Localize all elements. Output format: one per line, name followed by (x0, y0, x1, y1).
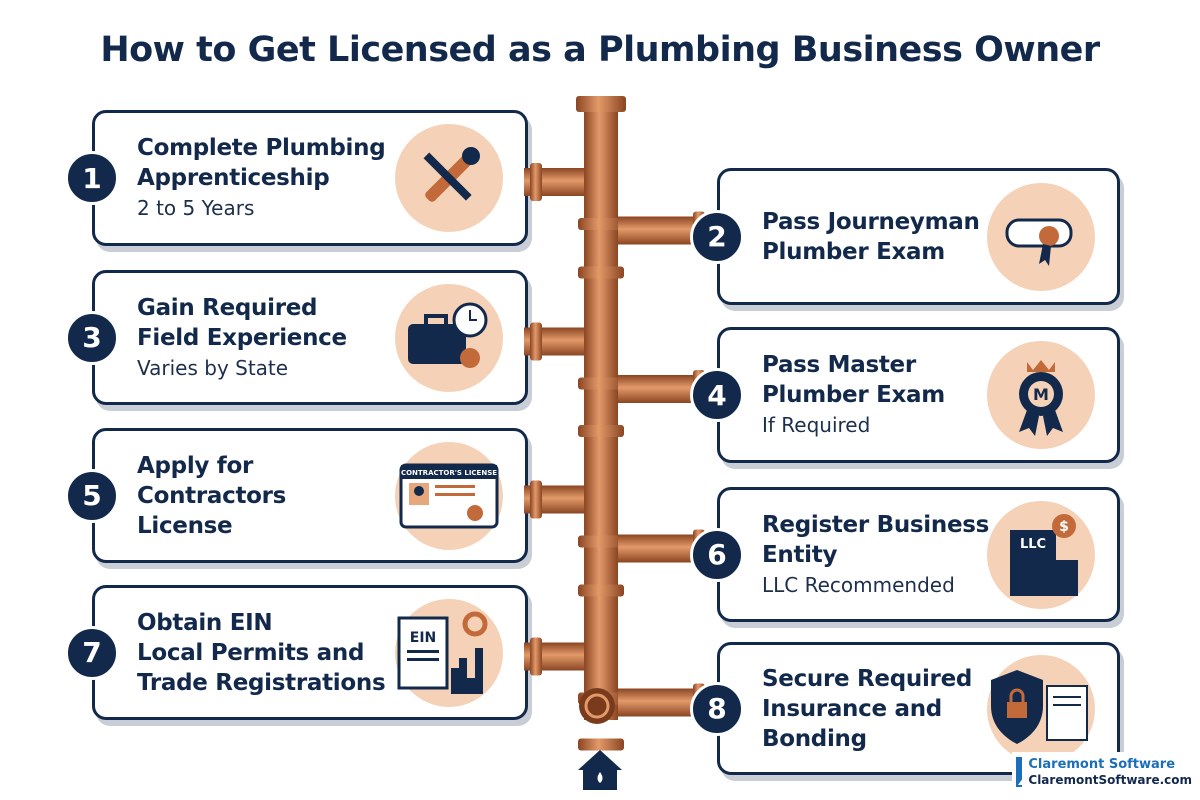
step-heading: Entity (762, 541, 838, 568)
svg-text:LLC: LLC (1020, 537, 1046, 552)
license-card-label: CONTRACTOR'S LICENSE (401, 469, 497, 477)
master-badge-icon: M (987, 341, 1095, 449)
step-subtitle: LLC Recommended (762, 572, 955, 597)
valve-icon (579, 688, 615, 724)
ein-document-icon: EIN (395, 598, 503, 707)
llc-building-icon: LLC $ (987, 500, 1095, 609)
step-heading: Pass Journeyman (762, 208, 980, 235)
step-subtitle: If Required (762, 413, 871, 437)
svg-text:EIN: EIN (410, 630, 437, 646)
step-number-badge: 1 (65, 151, 119, 205)
step-heading: License (137, 512, 233, 539)
svg-text:$: $ (1059, 519, 1069, 535)
step-subtitle: 2 to 5 Years (137, 196, 255, 220)
step-heading: Apprenticeship (137, 165, 330, 191)
brand-name: Claremont Software (1028, 756, 1176, 772)
svg-text:M: M (1033, 385, 1049, 404)
step-heading: Apply for (137, 452, 254, 479)
shield-lock-icon (987, 654, 1095, 763)
step-heading: Pass Master (762, 352, 916, 378)
step-heading: Obtain EIN (137, 609, 273, 636)
step-heading: Gain Required (137, 294, 318, 321)
step-heading: Bonding (762, 725, 867, 752)
step-heading: Plumber Exam (762, 382, 945, 408)
step-heading: Secure Required (762, 665, 973, 692)
step-number-badge: 2 (690, 209, 744, 264)
wrench-pipe-icon (395, 124, 503, 232)
house-drop-icon (578, 750, 622, 790)
page-title: How to Get Licensed as a Plumbing Busine… (100, 30, 1100, 70)
briefcase-clock-icon (395, 283, 503, 392)
diploma-icon (987, 182, 1095, 291)
step-number-badge: 8 (690, 681, 744, 736)
step-number-badge: 7 (65, 625, 119, 680)
step-number-badge: 6 (690, 527, 744, 582)
step-subtitle: Varies by State (137, 355, 289, 380)
step-heading: Register Business (762, 511, 990, 538)
brand-logo[interactable]: Claremont Software ClaremontSoftware.com (1012, 752, 1192, 792)
claremont-logo-icon (1016, 757, 1023, 787)
brand-url: ClaremontSoftware.com (1028, 772, 1192, 787)
step-heading: Trade Registrations (137, 669, 386, 696)
step-heading: Plumber Exam (762, 238, 945, 265)
license-card-icon: CONTRACTOR'S LICENSE (395, 441, 503, 550)
step-number-badge: 3 (65, 310, 119, 365)
step-number-badge: 5 (65, 468, 119, 523)
step-number-badge: 4 (690, 368, 744, 422)
step-heading: Contractors (137, 482, 287, 509)
step-heading: Insurance and (762, 695, 942, 722)
step-heading: Complete Plumbing (137, 135, 386, 161)
step-heading: Local Permits and (137, 639, 365, 666)
step-heading: Field Experience (137, 324, 347, 351)
